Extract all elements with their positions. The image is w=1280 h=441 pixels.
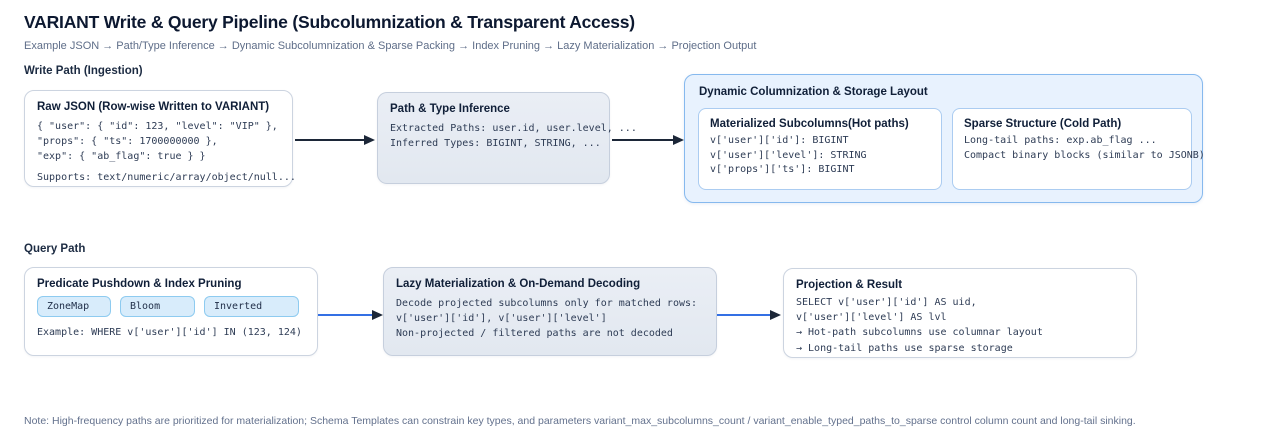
chip-bloom: Bloom — [120, 296, 195, 317]
chip-inverted: Inverted — [204, 296, 299, 317]
code-line: v['user']['id']: BIGINT — [710, 135, 849, 146]
code-line: { "user": { "id": 123, "level": "VIP" }, — [37, 121, 278, 132]
example-line: Example: WHERE v['user']['id'] IN (123, … — [37, 327, 302, 338]
cold-path-title: Sparse Structure (Cold Path) — [964, 118, 1122, 130]
hot-paths-box: Materialized Subcolumns(Hot paths) v['us… — [698, 108, 942, 190]
inference-box: Path & Type Inference Extracted Paths: u… — [377, 92, 637, 184]
code-line: Extracted Paths: user.id, user.level, ..… — [390, 123, 637, 134]
code-line: v['user']['level'] AS lvl — [796, 312, 947, 324]
query-path-section-label: Query Path — [24, 243, 86, 255]
columnization-container: Dynamic Columnization & Storage Layout M… — [684, 74, 1205, 203]
arrow-line — [717, 313, 770, 317]
code-line: Non-projected / filtered paths are not d… — [396, 328, 673, 340]
lazy-box-title: Lazy Materialization & On-Demand Decodin… — [396, 278, 641, 290]
lazy-box: Lazy Materialization & On-Demand Decodin… — [383, 267, 717, 356]
code-line: v['user']['id'], v['user']['level'] — [396, 313, 607, 325]
projection-box-title: Projection & Result — [796, 279, 903, 291]
flow-arrow — [717, 309, 781, 321]
supports-line: Supports: text/numeric/array/object/null… — [37, 171, 296, 183]
predicate-box-title: Predicate Pushdown & Index Pruning — [37, 278, 242, 290]
code-line: v['user']['level']: STRING — [710, 149, 867, 161]
arrowhead-icon — [770, 310, 781, 320]
arrowhead-icon — [673, 135, 684, 145]
pipeline-breadcrumb: Example JSON → Path/Type Inference → Dyn… — [24, 40, 757, 52]
code-line: v['props']['ts']: BIGINT — [710, 164, 855, 176]
raw-json-box: Raw JSON (Row-wise Written to VARIANT) {… — [24, 90, 296, 187]
code-line: Long-tail paths: exp.ab_flag ... — [964, 135, 1157, 146]
columnization-title: Dynamic Columnization & Storage Layout — [699, 86, 928, 98]
code-line: Compact binary blocks (similar to JSONB) — [964, 149, 1205, 161]
arrow-line — [612, 138, 673, 142]
arrowhead-icon — [372, 310, 383, 320]
flow-arrow — [318, 309, 383, 321]
code-line: → Long-tail paths use sparse storage — [796, 342, 1013, 354]
flow-arrow — [295, 134, 375, 146]
cold-path-box: Sparse Structure (Cold Path) Long-tail p… — [952, 108, 1205, 190]
write-path-section-label: Write Path (Ingestion) — [24, 65, 143, 77]
predicate-box: Predicate Pushdown & Index Pruning ZoneM… — [24, 267, 318, 356]
code-line: SELECT v['user']['id'] AS uid, — [796, 297, 977, 308]
projection-box: Projection & Result SELECT v['user']['id… — [783, 268, 1137, 358]
inference-box-title: Path & Type Inference — [390, 103, 510, 115]
code-line: Decode projected subcolumns only for mat… — [396, 298, 698, 309]
code-line: Inferred Types: BIGINT, STRING, ... — [390, 138, 601, 150]
footnote: Note: High-frequency paths are prioritiz… — [24, 415, 1136, 427]
hot-paths-title: Materialized Subcolumns(Hot paths) — [710, 118, 909, 130]
code-line: → Hot-path subcolumns use columnar layou… — [796, 327, 1043, 339]
flow-arrow — [612, 134, 684, 146]
chip-zonemap: ZoneMap — [37, 296, 111, 317]
code-line: "exp": { "ab_flag": true } } — [37, 151, 206, 163]
arrow-line — [295, 138, 364, 142]
arrowhead-icon — [364, 135, 375, 145]
raw-json-box-title: Raw JSON (Row-wise Written to VARIANT) — [37, 101, 270, 113]
page-title: VARIANT Write & Query Pipeline (Subcolum… — [24, 12, 635, 32]
code-line: "props": { "ts": 1700000000 }, — [37, 136, 218, 148]
index-chip-row: ZoneMap Bloom Inverted — [37, 296, 305, 317]
arrow-line — [318, 313, 372, 317]
